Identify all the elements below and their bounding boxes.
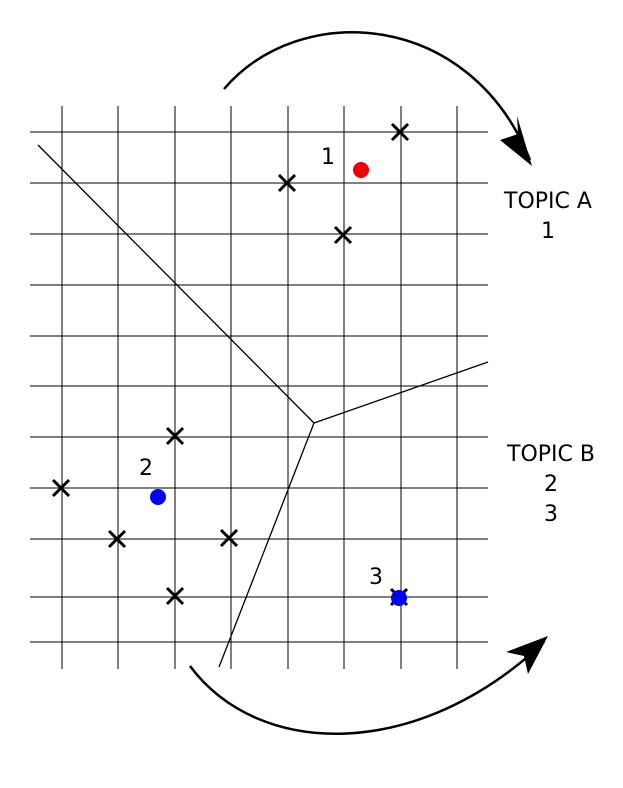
arrows bbox=[188, 31, 548, 735]
grid bbox=[30, 106, 488, 669]
document-point-1 bbox=[353, 162, 369, 178]
topic-a-member-1: 1 bbox=[541, 219, 555, 244]
partition-line-right bbox=[313, 361, 489, 424]
arrow-top bbox=[223, 31, 532, 161]
topic-b-label: TOPIC B 2 3 bbox=[506, 442, 595, 527]
topic-a-title: TOPIC A bbox=[503, 189, 592, 214]
cross-marker bbox=[277, 173, 297, 193]
document-point-3 bbox=[391, 590, 407, 606]
cross-marker bbox=[165, 586, 185, 606]
arrow-bottom-head bbox=[506, 636, 548, 674]
arrow-bottom bbox=[188, 641, 545, 735]
cross-marker bbox=[51, 478, 71, 498]
cross-marker bbox=[165, 426, 185, 446]
cross-marker bbox=[333, 225, 353, 245]
point-label-3: 3 bbox=[369, 565, 383, 590]
topic-b-member-1: 2 bbox=[544, 472, 558, 497]
point-labels: 1 2 3 bbox=[139, 145, 383, 590]
partition-lines bbox=[37, 144, 489, 668]
point-label-1: 1 bbox=[321, 145, 335, 170]
document-point-2 bbox=[150, 489, 166, 505]
document-points bbox=[150, 162, 407, 606]
point-label-2: 2 bbox=[139, 456, 153, 481]
cross-marker bbox=[390, 122, 410, 142]
topic-a-label: TOPIC A 1 bbox=[503, 189, 592, 244]
topic-b-member-2: 3 bbox=[544, 502, 558, 527]
partition-line-bottom bbox=[218, 422, 315, 668]
topic-b-title: TOPIC B bbox=[506, 442, 595, 467]
partition-line-left bbox=[37, 144, 315, 424]
cross-marker bbox=[107, 529, 127, 549]
cross-marker bbox=[219, 528, 239, 548]
arrow-top-head bbox=[500, 116, 532, 166]
